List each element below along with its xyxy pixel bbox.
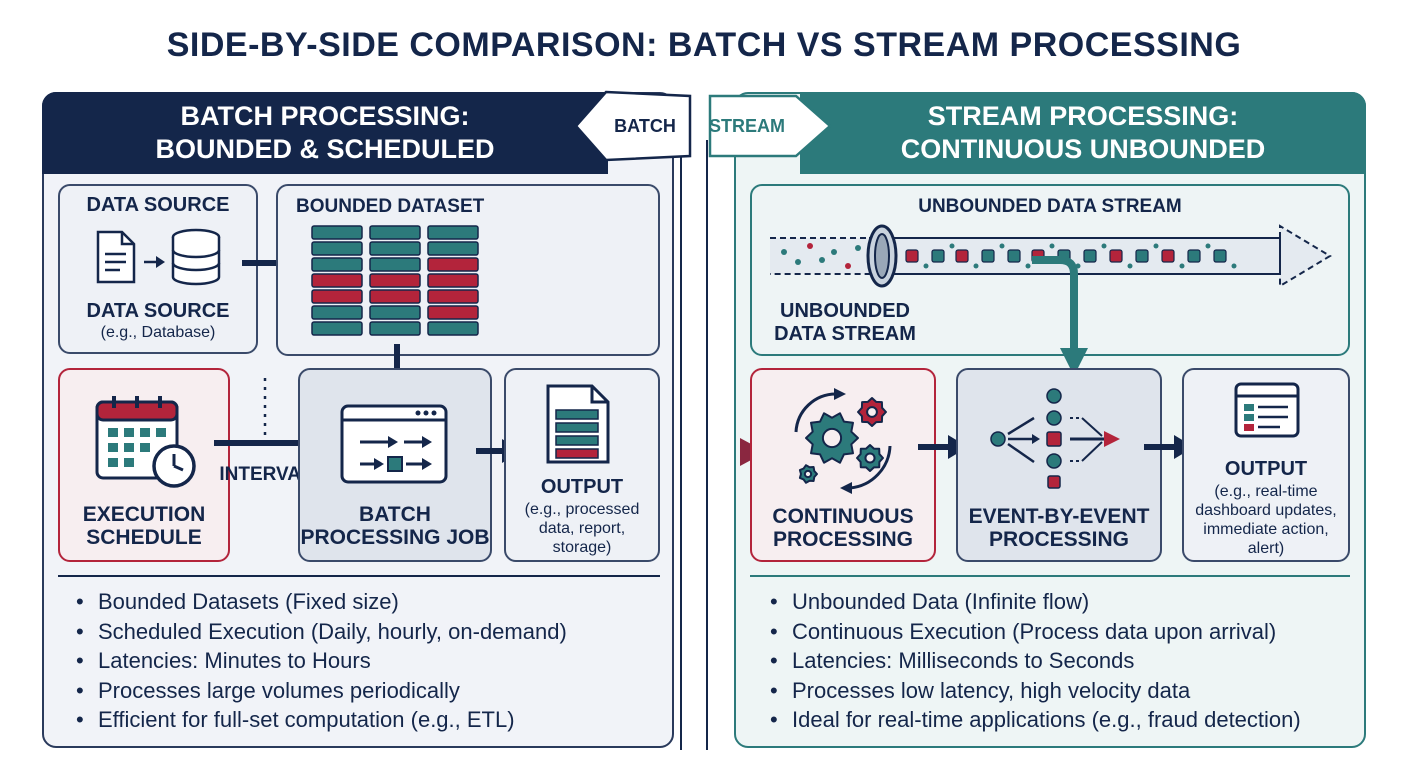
dataset-block bbox=[311, 241, 363, 256]
stream-tag: STREAM bbox=[709, 115, 785, 136]
dataset-block bbox=[311, 273, 363, 288]
dataset-block bbox=[369, 273, 421, 288]
dataset-block bbox=[369, 257, 421, 272]
stream-bullet-5: Ideal for real-time applications (e.g., … bbox=[770, 705, 1362, 735]
dataset-block bbox=[369, 241, 421, 256]
calendar-clock-icon bbox=[95, 396, 196, 488]
dataset-block bbox=[427, 273, 479, 288]
dashboard-icon bbox=[1234, 382, 1300, 438]
continuous-box bbox=[750, 368, 936, 562]
stream-bullet-3: Latencies: Milliseconds to Seconds bbox=[770, 646, 1362, 676]
dataset-block bbox=[369, 321, 421, 336]
stream-bullet-divider bbox=[750, 575, 1350, 577]
dataset-block bbox=[369, 305, 421, 320]
batch-bullet-1: Bounded Datasets (Fixed size) bbox=[76, 587, 666, 617]
dataset-block bbox=[427, 241, 479, 256]
dataset-block bbox=[311, 321, 363, 336]
dataset-block bbox=[369, 289, 421, 304]
interval-label: INTERVAL bbox=[219, 464, 313, 485]
document-icon bbox=[96, 230, 136, 284]
database-icon bbox=[171, 228, 221, 286]
small-arrow-icon bbox=[144, 256, 165, 268]
batch-tag: BATCH bbox=[614, 115, 676, 136]
dataset-block bbox=[311, 289, 363, 304]
batch-bullet-3: Latencies: Minutes to Hours bbox=[76, 646, 666, 676]
data-source-box bbox=[58, 184, 258, 354]
dataset-block bbox=[427, 305, 479, 320]
stream-bullets: Unbounded Data (Infinite flow) Continuou… bbox=[770, 587, 1362, 735]
data-source-sub: (e.g., Database) bbox=[100, 324, 216, 341]
dataset-block bbox=[369, 225, 421, 240]
dataset-block bbox=[311, 257, 363, 272]
dotted-separator bbox=[263, 378, 267, 436]
stream-bullet-2: Continuous Execution (Process data upon … bbox=[770, 617, 1362, 647]
report-document-icon bbox=[546, 384, 610, 464]
batch-bullet-2: Scheduled Execution (Daily, hourly, on-d… bbox=[76, 617, 666, 647]
batch-bullet-5: Efficient for full-set computation (e.g.… bbox=[76, 705, 666, 735]
data-source-label: DATA SOURCE bbox=[86, 300, 230, 322]
batch-output-title: OUTPUT bbox=[540, 476, 624, 498]
stream-title: UNBOUNDED DATA STREAM bbox=[918, 196, 1182, 217]
dataset-block bbox=[427, 257, 479, 272]
dataset-block bbox=[311, 305, 363, 320]
dataset-blocks bbox=[311, 225, 479, 336]
dataset-block bbox=[311, 225, 363, 240]
dataset-block bbox=[427, 321, 479, 336]
event-flow-icon bbox=[990, 388, 1120, 489]
stream-output-title: OUTPUT bbox=[1224, 458, 1308, 480]
bounded-dataset-title: BOUNDED DATASET bbox=[296, 196, 485, 217]
batch-bullet-divider bbox=[58, 575, 660, 577]
data-source-title: DATA SOURCE bbox=[86, 194, 230, 216]
job-window-icon bbox=[340, 404, 448, 484]
stream-down-arrow bbox=[1032, 256, 1088, 376]
dataset-block bbox=[427, 225, 479, 240]
dataset-block bbox=[427, 289, 479, 304]
stream-bullet-1: Unbounded Data (Infinite flow) bbox=[770, 587, 1362, 617]
stream-header: STREAM PROCESSING:CONTINUOUS UNBOUNDED bbox=[800, 92, 1366, 174]
batch-bullet-4: Processes large volumes periodically bbox=[76, 676, 666, 706]
page-title: SIDE-BY-SIDE COMPARISON: BATCH VS STREAM… bbox=[166, 26, 1242, 64]
gears-icon bbox=[794, 388, 892, 494]
stream-bullet-4: Processes low latency, high velocity dat… bbox=[770, 676, 1362, 706]
batch-bullets: Bounded Datasets (Fixed size) Scheduled … bbox=[76, 587, 666, 735]
batch-header: BATCH PROCESSING:BOUNDED & SCHEDULED bbox=[42, 92, 608, 174]
